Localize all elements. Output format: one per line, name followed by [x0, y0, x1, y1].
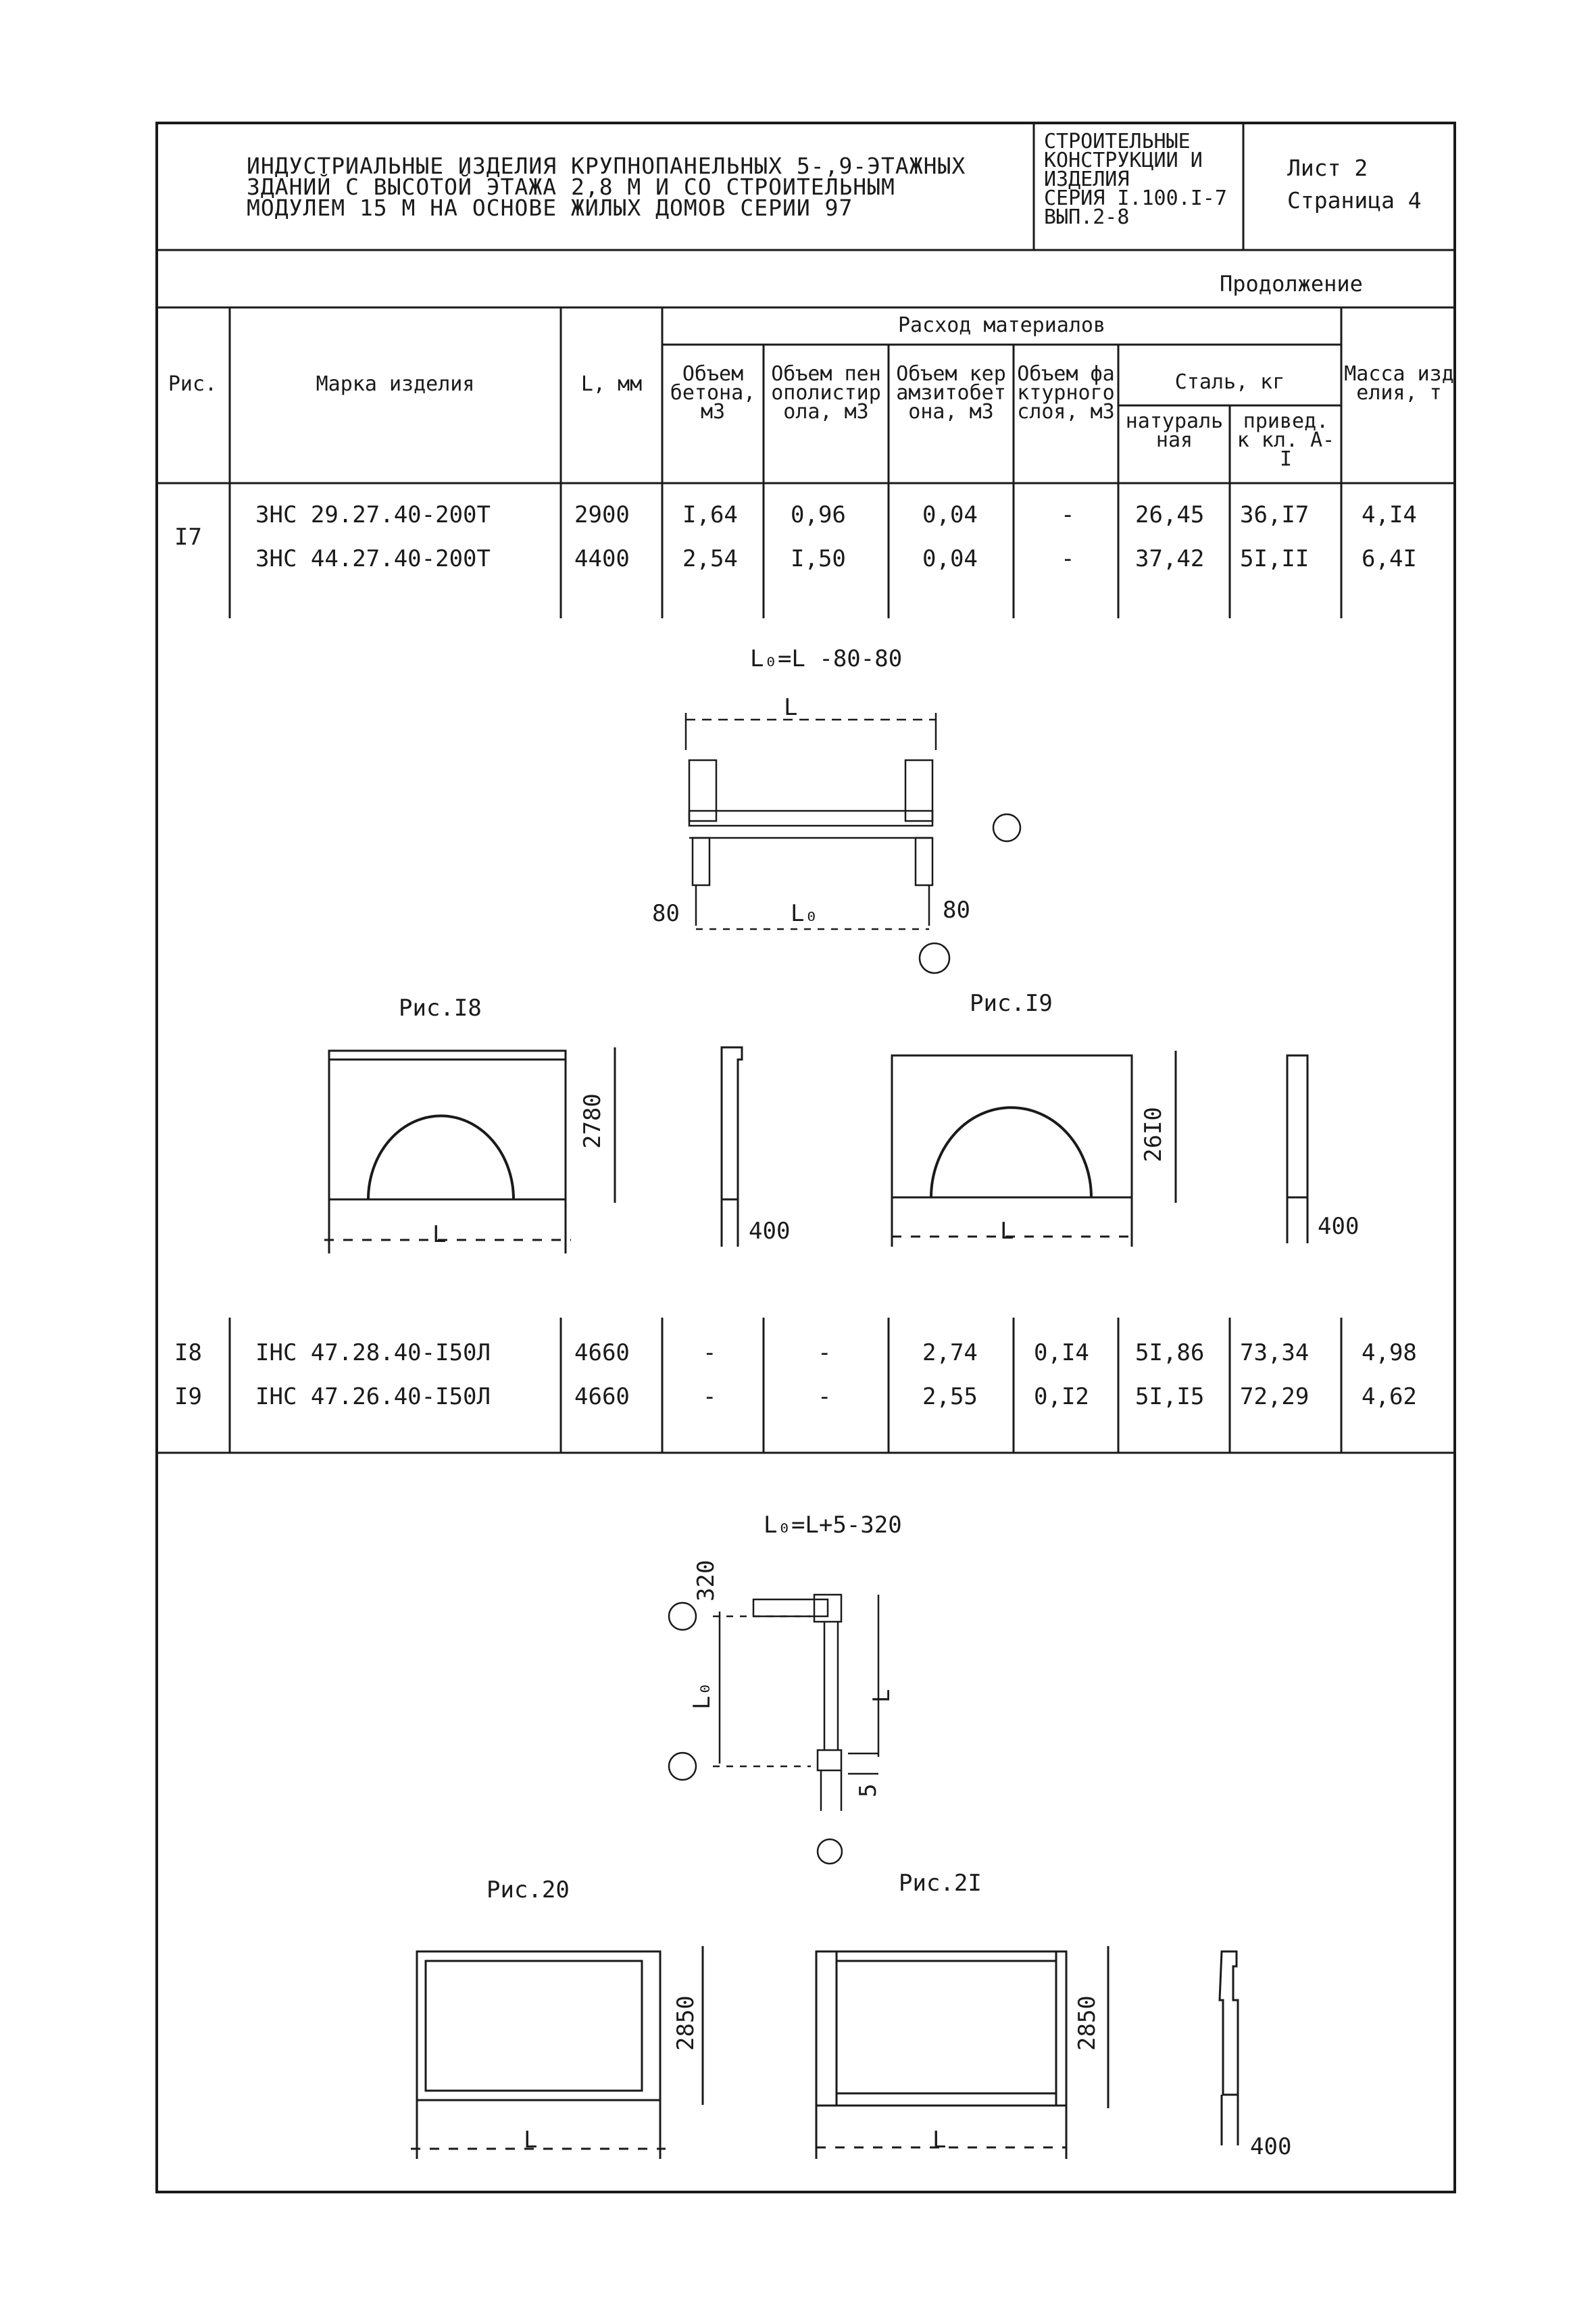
row-length: 4660 — [574, 1383, 630, 1410]
continuation-label: Продолжение — [1220, 271, 1363, 297]
row-steel-nat: 5I,I5 — [1135, 1383, 1205, 1410]
detail-plan-1 — [684, 713, 1022, 974]
series-line: ВЫП.2-8 — [1044, 205, 1130, 229]
row-steel-nat: 5I,86 — [1135, 1339, 1205, 1366]
row-ceramsite: 2,74 — [922, 1339, 978, 1366]
row-foam: I,50 — [791, 545, 846, 572]
row-steel-red: 36,I7 — [1240, 501, 1310, 528]
row-mass: 4,98 — [1362, 1339, 1417, 1366]
row-steel-red: 5I,II — [1240, 545, 1310, 572]
row-facing: 0,I2 — [1034, 1383, 1089, 1410]
col-fig: Рис. — [168, 372, 218, 396]
fig19-label: Рис.I9 — [970, 990, 1053, 1017]
row-ceramsite: 2,55 — [922, 1383, 978, 1410]
series-line: КОНСТРУКЦИИ И — [1044, 149, 1203, 172]
row-facing: - — [1061, 501, 1075, 528]
col-mass: Масса изделия, т — [1344, 362, 1454, 405]
dim-L0-2: L₀ — [689, 1682, 716, 1710]
dim-320: 320 — [693, 1560, 720, 1601]
dim-L0-1: L₀ — [791, 900, 818, 927]
dim-L-top: L — [784, 694, 798, 721]
fig20-L: L — [524, 2126, 538, 2154]
row-length: 4660 — [574, 1339, 630, 1366]
formula-l0-2: L₀=L+5-320 — [764, 1512, 902, 1539]
col-facing: Объем фактурного слоя, м3 — [1017, 362, 1115, 424]
row-steel-red: 73,34 — [1240, 1339, 1310, 1366]
row-length: 4400 — [574, 545, 630, 572]
fig21-width: 400 — [1250, 2133, 1292, 2160]
row-mass: 4,I4 — [1362, 501, 1417, 528]
title-line: МОДУЛЕМ 15 М НА ОСНОВЕ ЖИЛЫХ ДОМОВ СЕРИИ… — [247, 195, 853, 221]
row-mark: IНС 47.26.40-I50Л — [255, 1383, 491, 1410]
fig20-drawing — [411, 1946, 704, 2159]
fig-number: I7 — [174, 524, 202, 551]
fig21-label: Рис.2I — [899, 1870, 982, 1897]
col-steel: Сталь, кг — [1174, 370, 1285, 394]
fig18-height: 2780 — [579, 1093, 606, 1149]
series-block: СТРОИТЕЛЬНЫЕ КОНСТРУКЦИИ И ИЗДЕЛИЯ СЕРИЯ… — [1044, 130, 1227, 229]
sheet-number: Лист 2 — [1287, 155, 1368, 181]
fig19-height: 26I0 — [1140, 1107, 1167, 1162]
row-concrete: - — [703, 1339, 717, 1366]
row-mark: IНС 47.28.40-I50Л — [255, 1339, 491, 1366]
fig21-drawing — [815, 1946, 1239, 2159]
fig21-L: L — [932, 2126, 947, 2154]
fig19-L: L — [1000, 1218, 1014, 1245]
row-mark: ЗНС 44.27.40-200Т — [255, 545, 491, 572]
title-line: ИНДУСТРИАЛЬНЫЕ ИЗДЕЛИЯ КРУПНОПАНЕЛЬНЫХ 5… — [247, 153, 966, 179]
series-line: СЕРИЯ I.100.I-7 — [1044, 186, 1227, 210]
col-foam: Объем пенополистирола, м3 — [771, 362, 881, 424]
sheet-frame — [155, 122, 1456, 2193]
fig19-drawing — [891, 1051, 1309, 1247]
row-foam: - — [818, 1383, 832, 1410]
col-length: L, мм — [580, 372, 643, 396]
row-mark: ЗНС 29.27.40-200Т — [255, 501, 491, 528]
col-materials: Расход материалов — [897, 314, 1106, 337]
row-facing: 0,I4 — [1034, 1339, 1089, 1366]
row-fig: I8 — [174, 1339, 202, 1366]
dim-5: 5 — [855, 1783, 882, 1797]
row-concrete: 2,54 — [682, 545, 738, 572]
dim-L-vertical: L — [868, 1689, 895, 1703]
row-steel-red: 72,29 — [1240, 1383, 1310, 1410]
row-steel-nat: 26,45 — [1135, 501, 1205, 528]
fig20-height: 2850 — [672, 1995, 699, 2051]
row-mass: 4,62 — [1362, 1383, 1417, 1410]
col-steel-natural: натуральная — [1125, 409, 1224, 452]
document-title: ИНДУСТРИАЛЬНЫЕ ИЗДЕЛИЯ КРУПНОПАНЕЛЬНЫХ 5… — [247, 153, 1024, 221]
row-foam: - — [818, 1339, 832, 1366]
series-line: СТРОИТЕЛЬНЫЕ — [1044, 130, 1191, 153]
row-foam: 0,96 — [791, 501, 846, 528]
fig18-L: L — [432, 1221, 447, 1248]
dim-80-right: 80 — [943, 897, 970, 924]
col-steel-reduced: привед. к кл. А-I — [1237, 409, 1335, 471]
formula-l0-1: L₀=L -80-80 — [750, 645, 903, 672]
row-mass: 6,4I — [1362, 545, 1417, 572]
row-ceramsite: 0,04 — [922, 501, 978, 528]
fig20-label: Рис.20 — [487, 1876, 570, 1903]
fig18-drawing — [324, 1046, 743, 1253]
col-ceramsite: Объем керамзитобетона, м3 — [896, 362, 1006, 424]
fig18-width: 400 — [749, 1218, 791, 1245]
row-length: 2900 — [574, 501, 630, 528]
fig21-height: 2850 — [1074, 1995, 1101, 2051]
fig19-width: 400 — [1318, 1213, 1360, 1240]
col-concrete: Объем бетона, м3 — [670, 362, 756, 424]
dim-80-left: 80 — [652, 900, 680, 927]
title-line: ЗДАНИЙ С ВЫСОТОЙ ЭТАЖА 2,8 М И СО СТРОИТ… — [247, 174, 895, 200]
row-concrete: I,64 — [682, 501, 738, 528]
fig18-label: Рис.I8 — [399, 995, 482, 1022]
row-concrete: - — [703, 1383, 717, 1410]
row-fig: I9 — [174, 1383, 202, 1410]
detail-plan-2 — [668, 1593, 880, 1865]
col-mark: Марка изделия — [316, 372, 475, 396]
row-facing: - — [1061, 545, 1075, 572]
series-line: ИЗДЕЛИЯ — [1044, 168, 1130, 191]
page-number: Страница 4 — [1287, 187, 1422, 214]
row-ceramsite: 0,04 — [922, 545, 978, 572]
row-steel-nat: 37,42 — [1135, 545, 1205, 572]
